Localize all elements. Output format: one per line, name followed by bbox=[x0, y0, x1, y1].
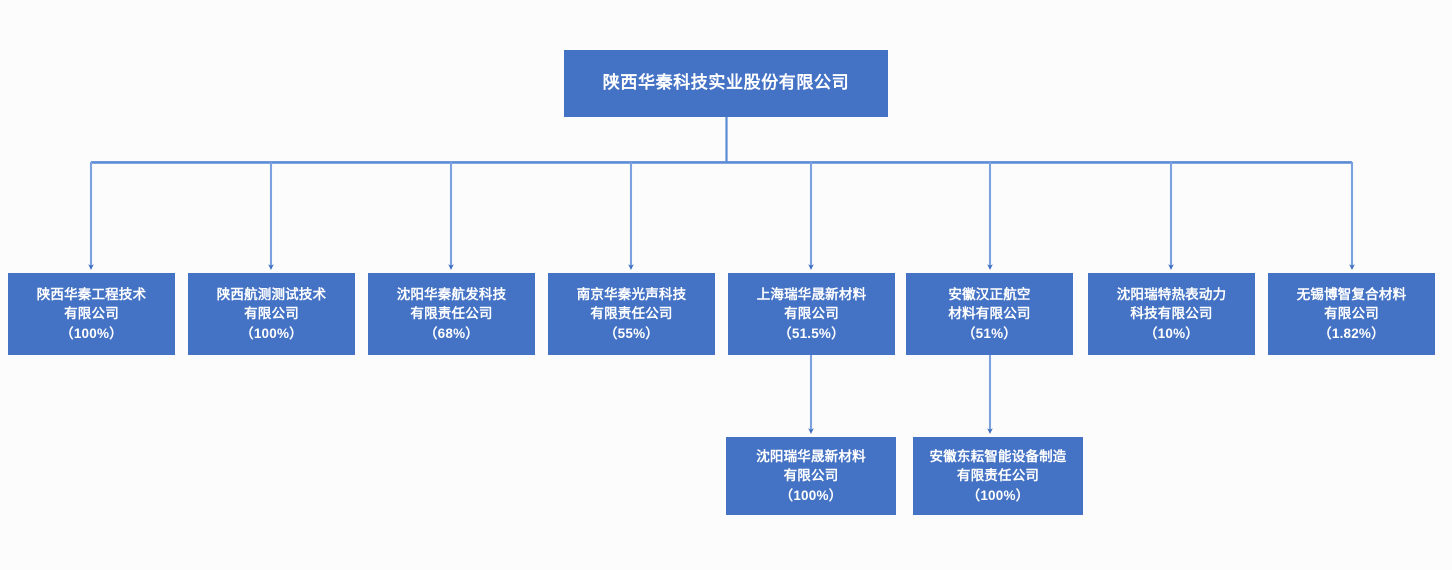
org-node-sub-5-label: 上海瑞华晟新材料 有限公司 （51.5%） bbox=[756, 287, 867, 341]
org-node-sub-3[interactable]: 沈阳华秦航发科技 有限责任公司 （68%） bbox=[368, 273, 535, 355]
org-node-sub-4-label: 南京华秦光声科技 有限责任公司 （55%） bbox=[576, 287, 687, 341]
org-node-sub-6[interactable]: 安徽汉正航空 材料有限公司 （51%） bbox=[906, 273, 1073, 355]
org-node-sub-5[interactable]: 上海瑞华晟新材料 有限公司 （51.5%） bbox=[728, 273, 895, 355]
org-node-sub-2[interactable]: 陕西航测测试技术 有限公司 （100%） bbox=[188, 273, 355, 355]
org-node-sub-8-label: 无锡博智复合材料 有限公司 （1.82%） bbox=[1296, 287, 1407, 341]
org-node-gsub-2-label: 安徽东耘智能设备制造 有限责任公司 （100%） bbox=[929, 449, 1067, 503]
org-node-gsub-2[interactable]: 安徽东耘智能设备制造 有限责任公司 （100%） bbox=[913, 437, 1083, 515]
org-node-sub-1[interactable]: 陕西华秦工程技术 有限公司 （100%） bbox=[8, 273, 175, 355]
org-node-gsub-1-label: 沈阳瑞华晟新材料 有限公司 （100%） bbox=[756, 449, 866, 503]
org-node-sub-8[interactable]: 无锡博智复合材料 有限公司 （1.82%） bbox=[1268, 273, 1435, 355]
org-node-sub-1-label: 陕西华秦工程技术 有限公司 （100%） bbox=[36, 287, 147, 341]
org-node-sub-2-label: 陕西航测测试技术 有限公司 （100%） bbox=[216, 287, 327, 341]
org-node-sub-4[interactable]: 南京华秦光声科技 有限责任公司 （55%） bbox=[548, 273, 715, 355]
org-node-root[interactable]: 陕西华秦科技实业股份有限公司 bbox=[564, 50, 888, 117]
org-node-sub-7-label: 沈阳瑞特热表动力 科技有限公司 （10%） bbox=[1116, 287, 1227, 341]
org-node-root-label: 陕西华秦科技实业股份有限公司 bbox=[602, 73, 850, 93]
org-node-sub-7[interactable]: 沈阳瑞特热表动力 科技有限公司 （10%） bbox=[1088, 273, 1255, 355]
org-node-sub-3-label: 沈阳华秦航发科技 有限责任公司 （68%） bbox=[396, 287, 507, 341]
org-node-sub-6-label: 安徽汉正航空 材料有限公司 （51%） bbox=[948, 287, 1031, 341]
org-node-gsub-1[interactable]: 沈阳瑞华晟新材料 有限公司 （100%） bbox=[726, 437, 896, 515]
